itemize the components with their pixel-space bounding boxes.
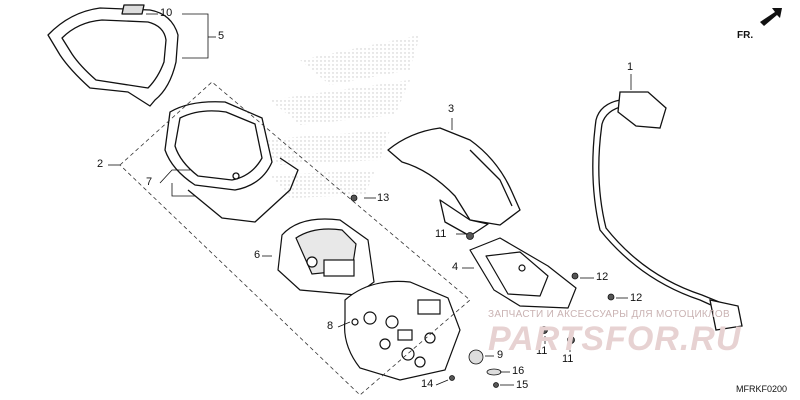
watermark-logo: PARTSFOR.RU [488,320,742,358]
callout-16: 16 [512,365,525,377]
wire-harness-part [592,91,743,331]
meter-stay-part [469,237,577,309]
callout-6: 6 [254,249,261,261]
front-direction-arrow-icon [760,8,782,26]
callout-4: 4 [452,261,459,273]
callout-11-left: 11 [536,345,548,357]
callout-11-right: 11 [562,353,574,365]
callout-3: 3 [448,103,455,115]
callout-5: 5 [218,30,225,42]
meter-dial-panel-part [277,218,375,296]
callout-12-upper: 12 [596,271,609,283]
leader-lines [108,13,632,386]
diagram-reference-code: MFRKF0200 [736,384,788,394]
callout-15: 15 [516,379,529,391]
callout-1: 1 [627,61,634,73]
meter-case-cover-part [164,101,299,223]
assembly-group-outline [119,81,471,396]
callout-11-upper: 11 [435,228,447,240]
meter-bracket-cover-part [387,127,521,237]
callout-7: 7 [146,176,153,188]
callout-2: 2 [97,158,104,170]
front-direction-label: FR. [737,30,754,41]
callout-14: 14 [421,378,434,390]
callout-9: 9 [497,349,504,361]
callout-8: 8 [327,320,334,332]
callout-12-lower: 12 [630,292,643,304]
background-wing-emblem [255,35,420,198]
callout-10: 10 [160,7,173,19]
fastener-hardware [350,194,615,388]
watermark-caption: ЗАПЧАСТИ И АКСЕССУАРЫ ДЛЯ МОТОЦИКЛОВ [488,309,730,320]
meter-visor-cover-part [47,4,179,107]
meter-lower-case-part [343,280,461,381]
callout-13: 13 [377,192,390,204]
